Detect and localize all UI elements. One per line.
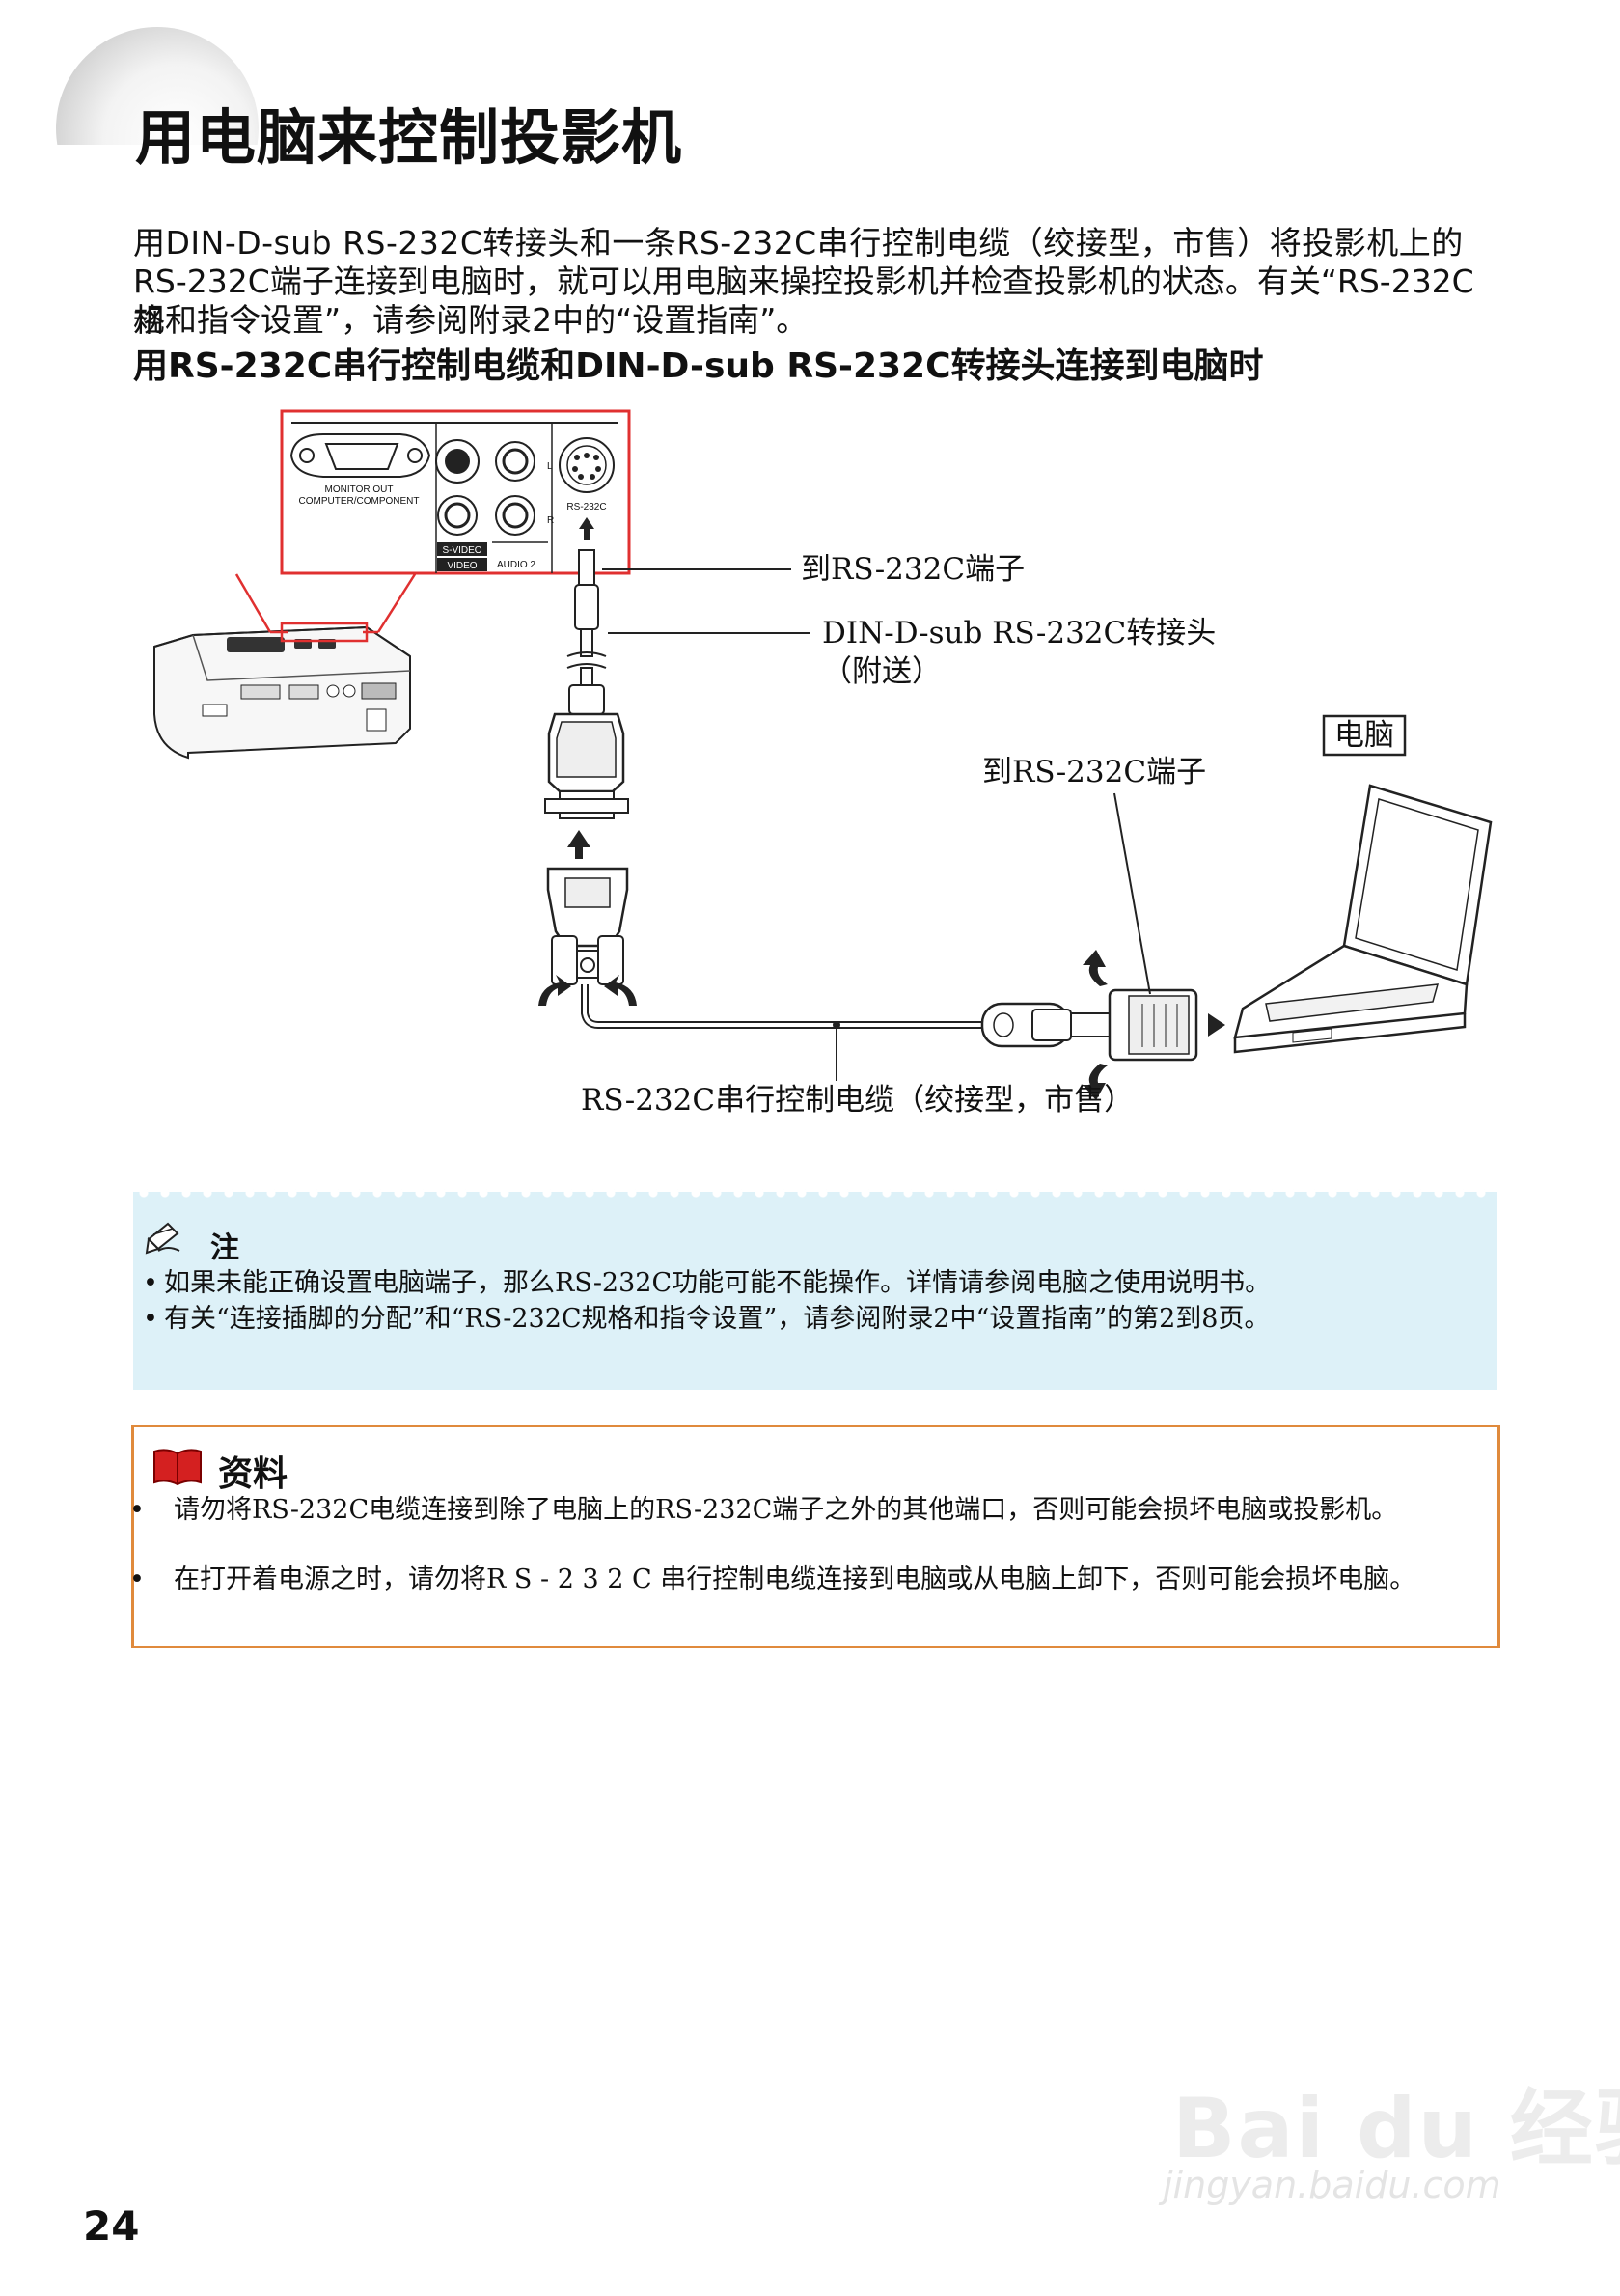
note-item-text: 有关“连接插脚的分配”和“RS-232C规格和指令设置”，请参阅附录2中“设置指… (164, 1304, 1271, 1334)
adapter-cable (544, 549, 629, 859)
label-computer: 电脑 (1334, 718, 1394, 753)
book-icon (153, 1449, 202, 1486)
panel-r-label: R (547, 515, 554, 526)
info-item-text: 在打开着电源之时，请勿将R S - 2 3 2 C 串行控制电缆连接到电脑或从电… (174, 1564, 1416, 1594)
page-number: 24 (83, 2202, 140, 2250)
panel-monitor-out-label: MONITOR OUT (325, 484, 394, 495)
arrow-right-icon (1208, 1013, 1225, 1037)
projector-illustration (153, 625, 411, 760)
label-cable: RS-232C串行控制电缆（绞接型，市售） (581, 1083, 1134, 1118)
note-item-text: 如果未能正确设置电脑端子，那么RS-232C功能可能不能操作。详情请参阅电脑之使… (164, 1268, 1272, 1298)
note-title: 注 (210, 1231, 239, 1265)
panel-audio2-label: AUDIO 2 (497, 560, 535, 570)
panel-svideo-label: S-VIDEO (442, 545, 481, 556)
info-list-item: •在打开着电源之时，请勿将R S - 2 3 2 C 串行控制电缆连接到电脑或从… (129, 1564, 1416, 1594)
laptop-illustration (1233, 784, 1493, 1054)
note-box (133, 1192, 1497, 1390)
section-subheading: 用RS-232C串行控制电缆和DIN-D-sub RS-232C转接头连接到电脑… (133, 346, 1264, 386)
info-title: 资料 (218, 1454, 288, 1494)
info-list-item: •请勿将RS-232C电缆连接到除了电脑上的RS-232C端子之外的其他端口，否… (129, 1495, 1398, 1525)
watermark-logo: Bai du 经验 (1172, 2081, 1620, 2177)
label-to-terminal-pc: 到RS-232C端子 (982, 755, 1206, 789)
arrow-up-icon (567, 830, 590, 859)
watermark-url: jingyan.baidu.com (1163, 2164, 1501, 2206)
connection-diagram: MONITOR OUT COMPUTER/COMPONENT L R S-VID… (153, 409, 1493, 1118)
page-title: 用电脑来控制投影机 (135, 102, 683, 173)
serial-cable (538, 867, 1225, 1100)
intro-line-2: RS-232C端子连接到电脑时，就可以用电脑来操控投影机并检查投影机的状态。有关… (133, 263, 1474, 339)
info-item-text: 请勿将RS-232C电缆连接到除了电脑上的RS-232C端子之外的其他端口，否则… (174, 1495, 1398, 1525)
panel-video-label: VIDEO (447, 561, 477, 571)
note-list-item: •如果未能正确设置电脑端子，那么RS-232C功能可能不能操作。详情请参阅电脑之… (143, 1268, 1272, 1298)
intro-line-3: 格和指令设置”，请参阅附录2中的“设置指南”。 (133, 301, 809, 339)
label-adapter-supplied: （附送） (822, 654, 942, 689)
label-to-terminal-top: 到RS-232C端子 (801, 552, 1025, 587)
connector-panel: MONITOR OUT COMPUTER/COMPONENT L R S-VID… (280, 409, 631, 575)
panel-l-label: L (547, 461, 553, 472)
label-adapter: DIN-D-sub RS-232C转接头 (822, 616, 1216, 650)
info-box (131, 1425, 1500, 1648)
pencil-note-icon (145, 1222, 180, 1255)
note-list-item: •有关“连接插脚的分配”和“RS-232C规格和指令设置”，请参阅附录2中“设置… (143, 1304, 1271, 1334)
panel-rs232c-label: RS-232C (566, 502, 606, 512)
panel-computer-component-label: COMPUTER/COMPONENT (299, 496, 420, 507)
note-box-dotted-edge (133, 1185, 1497, 1201)
intro-line-1: 用DIN-D-sub RS-232C转接头和一条RS-232C串行控制电缆（绞接… (133, 224, 1464, 262)
arrow-up-icon (579, 517, 594, 540)
header-decoration-mask (56, 145, 307, 261)
